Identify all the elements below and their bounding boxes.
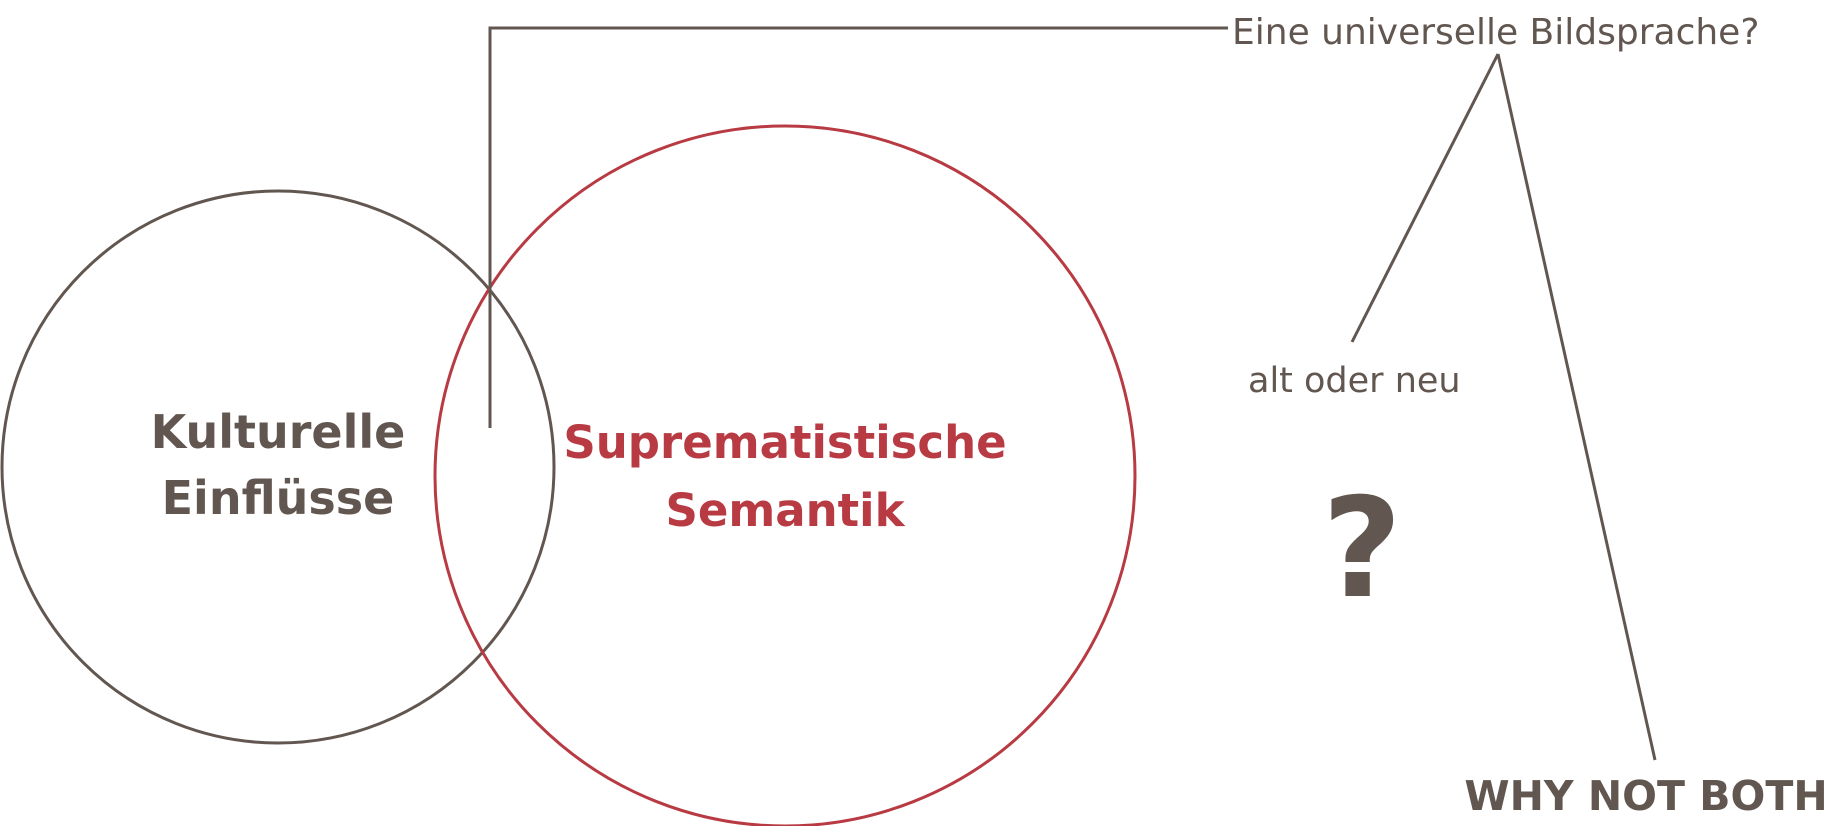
label-einfluesse: Einflüsse bbox=[162, 471, 395, 525]
label-semantik: Semantik bbox=[665, 484, 905, 537]
question-text: Eine universelle Bildsprache? bbox=[1232, 12, 1759, 53]
circle-suprematistische-semantik bbox=[433, 124, 1137, 826]
label-kulturelle: Kulturelle bbox=[151, 405, 406, 459]
branch-line-why-not-both bbox=[1496, 53, 1657, 761]
connector-line bbox=[488, 26, 1228, 428]
branch-line-alt-oder-neu bbox=[1350, 53, 1500, 343]
question-mark-icon: ? bbox=[1322, 468, 1402, 629]
label-alt-oder-neu: alt oder neu bbox=[1248, 361, 1461, 401]
circle-kulturelle-einfluesse bbox=[0, 189, 556, 745]
label-suprematistische: Suprematistische bbox=[563, 416, 1006, 469]
label-why-not-both: WHY NOT BOTH bbox=[1464, 772, 1827, 820]
